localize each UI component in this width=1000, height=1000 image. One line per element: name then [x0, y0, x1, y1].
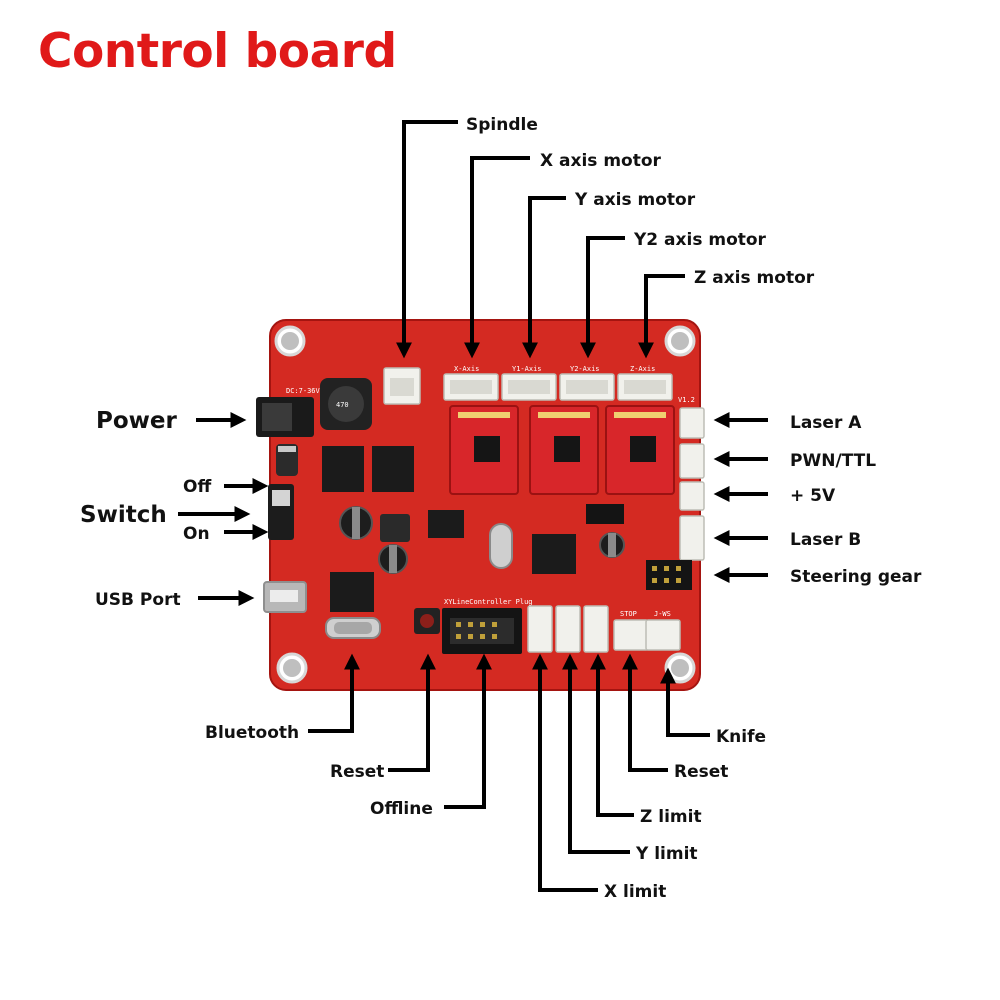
label-knife: Knife	[716, 727, 766, 747]
label-y-limit: Y limit	[635, 844, 698, 864]
leader-bluetooth	[308, 653, 360, 733]
label-on: On	[183, 524, 210, 544]
pcb-board: DC:7-36V 470	[256, 319, 705, 691]
callout-labels: Spindle X axis motor Y axis motor Y2 axi…	[80, 115, 922, 902]
regulator-chip-2	[372, 446, 414, 492]
reset-push-button	[414, 608, 440, 634]
label-y2-axis-motor: Y2 axis motor	[633, 230, 767, 250]
dc-input-silkscreen: DC:7-36V	[286, 387, 321, 395]
chip-small-1	[428, 510, 464, 538]
crystal-oscillator	[489, 523, 513, 569]
power-jack	[256, 397, 314, 437]
x-limit-connector	[527, 605, 553, 653]
laser-a-connector	[679, 407, 705, 439]
label-spindle: Spindle	[466, 115, 538, 135]
leader-lines	[178, 120, 768, 892]
power-switch	[268, 484, 294, 540]
electrolytic-capacitor-2	[378, 544, 408, 574]
motor-connector-x	[443, 373, 499, 401]
regulator-chip-1	[322, 446, 364, 492]
capacitor-a3	[276, 444, 298, 476]
leader-knife	[660, 667, 710, 737]
stepper-driver-3	[605, 405, 675, 495]
microcontroller-chip	[532, 534, 576, 574]
leader-z-limit	[590, 653, 634, 817]
label-offline: Offline	[370, 799, 433, 819]
mounting-hole-top-left	[274, 325, 306, 357]
label-z-limit: Z limit	[640, 807, 702, 827]
stepper-driver-1	[449, 405, 519, 495]
stop-connector	[613, 619, 649, 651]
version-silkscreen: V1.2	[678, 396, 695, 404]
label-steering-gear: Steering gear	[790, 567, 922, 587]
label-usb-port: USB Port	[95, 590, 181, 610]
laser-b-connector	[679, 515, 705, 561]
label-reset-button: Reset	[330, 762, 384, 782]
label-x-limit: X limit	[604, 882, 666, 902]
label-bluetooth: Bluetooth	[205, 723, 299, 743]
leader-reset-button	[388, 653, 436, 772]
plug-silkscreen: XYLineController Plug	[444, 598, 533, 606]
electrolytic-capacitor-1	[339, 506, 373, 540]
label-off: Off	[183, 477, 211, 497]
spindle-connector	[383, 367, 421, 405]
leader-x-limit	[532, 653, 598, 892]
label-y-axis-motor: Y axis motor	[574, 190, 696, 210]
steering-gear-header	[646, 560, 692, 590]
mounting-hole-bottom-right	[664, 652, 696, 684]
z-axis-silkscreen: Z-Axis	[630, 365, 655, 373]
jumper-header	[586, 504, 624, 524]
inductor-small	[380, 514, 410, 542]
label-plus-5v: + 5V	[790, 486, 836, 506]
label-laser-b: Laser B	[790, 530, 861, 550]
electrolytic-capacitor-3	[599, 532, 625, 558]
jws-connector	[645, 619, 681, 651]
label-pwn-ttl: PWN/TTL	[790, 451, 876, 471]
offline-plug-header	[442, 608, 522, 654]
leader-offline	[444, 653, 492, 809]
label-power: Power	[96, 408, 178, 434]
leader-y2-axis-motor	[580, 236, 625, 359]
bluetooth-module	[325, 617, 381, 639]
five-volt-connector	[679, 481, 705, 511]
label-x-axis-motor: X axis motor	[540, 151, 662, 171]
label-switch: Switch	[80, 502, 167, 528]
motor-connector-z	[617, 373, 673, 401]
mounting-hole-bottom-left	[276, 652, 308, 684]
y2-axis-silkscreen: Y2-Axis	[570, 365, 600, 373]
x-axis-silkscreen: X-Axis	[454, 365, 479, 373]
motor-connector-y2	[559, 373, 615, 401]
mounting-hole-top-right	[664, 325, 696, 357]
y1-axis-silkscreen: Y1-Axis	[512, 365, 542, 373]
inductor-large: 470	[320, 378, 372, 430]
y-limit-connector	[555, 605, 581, 653]
page-title: Control board	[38, 24, 397, 79]
usb-port-connector	[263, 581, 307, 613]
leader-reset-stop	[622, 653, 668, 772]
label-reset-stop: Reset	[674, 762, 728, 782]
leader-spindle	[396, 120, 458, 359]
jws-silkscreen: J-WS	[654, 610, 671, 618]
leader-z-axis-motor	[638, 274, 685, 359]
stepper-driver-2	[529, 405, 599, 495]
pwm-ttl-connector	[679, 443, 705, 479]
motor-connector-y1	[501, 373, 557, 401]
leader-y-axis-motor	[522, 196, 566, 359]
inductor-value: 470	[336, 401, 349, 409]
label-z-axis-motor: Z axis motor	[694, 268, 815, 288]
leader-y-limit	[562, 653, 630, 854]
label-laser-a: Laser A	[790, 413, 862, 433]
z-limit-connector	[583, 605, 609, 653]
usb-serial-chip	[330, 572, 374, 612]
leader-x-axis-motor	[464, 156, 530, 359]
stop-silkscreen: STOP	[620, 610, 637, 618]
